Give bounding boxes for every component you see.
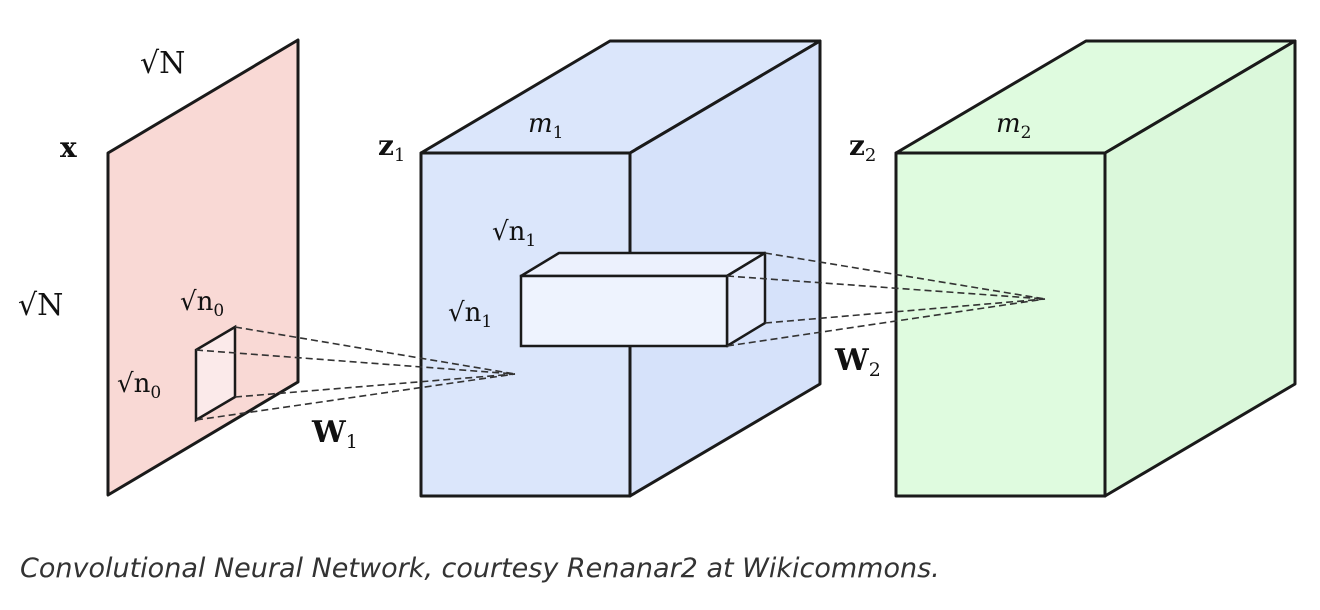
- layer1-name-label: z1: [378, 129, 405, 166]
- cnn-diagram: √N x √N √n0 √n0 W1 z1 m1 √n1: [18, 38, 1297, 498]
- w1-label: W1: [311, 415, 358, 453]
- layer1-kernel-top: [519, 251, 767, 278]
- layer1-kernel-height-label: √n1: [448, 298, 492, 332]
- layer1-kernel-front: [519, 274, 729, 348]
- w1-projection-lines: [195, 326, 516, 421]
- layer2-front-face: [894, 151, 1107, 498]
- layer1-kernel: [519, 251, 767, 348]
- input-plane-face: [106, 38, 300, 497]
- layer2-depth-label: m2: [996, 109, 1031, 143]
- layer1-kernel-width-label: √n1: [492, 217, 536, 251]
- input-width-label: √N: [140, 46, 185, 81]
- input-plane: [106, 38, 300, 497]
- figure-caption: Convolutional Neural Network, courtesy R…: [20, 553, 940, 584]
- input-height-label: √N: [18, 288, 63, 323]
- w2-label: W2: [834, 343, 881, 381]
- w2-projection-lines: [726, 252, 1046, 347]
- input-kernel-height-label: √n0: [117, 369, 161, 403]
- layer2-name-label: z2: [849, 129, 876, 166]
- layer1-depth-label: m1: [528, 109, 563, 143]
- input-kernel-width-label: √n0: [180, 287, 224, 321]
- layer2-cuboid: [894, 39, 1297, 498]
- input-name-label: x: [60, 131, 77, 164]
